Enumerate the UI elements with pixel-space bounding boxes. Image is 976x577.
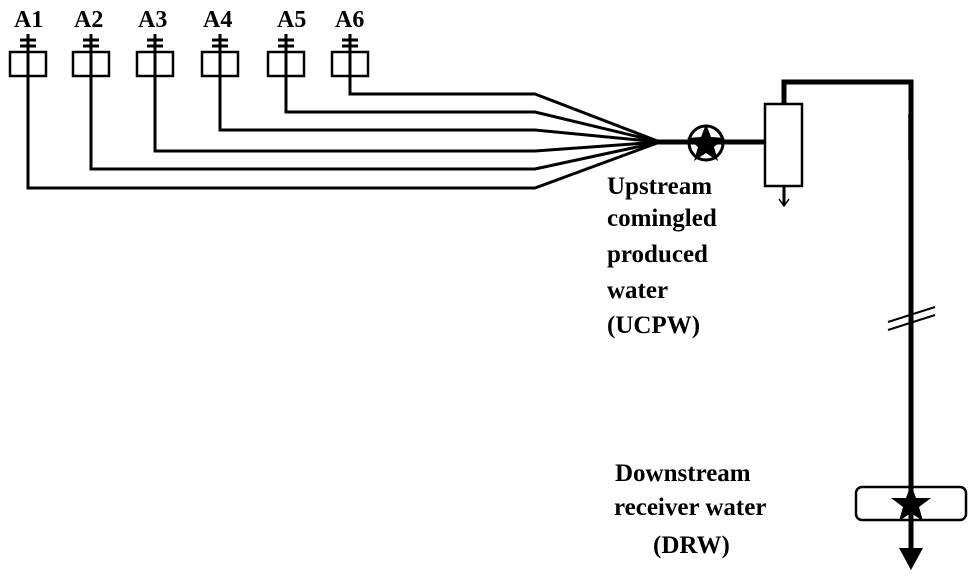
well-label-a6: A6 [335, 7, 364, 33]
wellhead-icon [200, 34, 240, 78]
wellhead-icon [8, 34, 48, 78]
wellhead-icon [135, 34, 175, 78]
downstream-label-line-2: receiver water [614, 494, 766, 521]
well-a3: A3 [135, 7, 175, 78]
pipe-break-marks [887, 306, 936, 331]
upstream-label-line-2: comingled [607, 205, 717, 232]
well-label-a4: A4 [203, 7, 232, 33]
wellhead-icon [266, 34, 306, 78]
well-a2: A2 [71, 7, 111, 78]
drw-sample-point [854, 480, 968, 570]
flowline-a2 [89, 76, 661, 171]
downstream-label-line-3: (DRW) [653, 532, 730, 559]
well-label-a1: A1 [14, 7, 43, 33]
upstream-label: Upstream comingled produced water (UCPW) [607, 173, 717, 339]
separator-vessel [763, 102, 804, 208]
well-a4: A4 [200, 7, 240, 78]
flowline-a5 [284, 76, 661, 144]
ucpw-sample-point [687, 124, 725, 162]
star-icon [891, 484, 931, 521]
well-label-a3: A3 [138, 7, 167, 33]
well-a1: A1 [8, 7, 48, 78]
flowline-a4 [218, 76, 661, 144]
star-icon [687, 124, 725, 161]
upstream-label-line-3: produced [607, 241, 708, 268]
flowline-a1 [26, 76, 661, 190]
arrow-down-icon [899, 548, 923, 570]
downstream-label-line-1: Downstream [615, 460, 751, 487]
wellhead-icon [330, 34, 370, 78]
wellhead-icon [71, 34, 111, 78]
well-label-a5: A5 [277, 7, 306, 33]
upstream-label-line-4: water [607, 277, 668, 304]
well-label-a2: A2 [74, 7, 103, 33]
well-a6: A6 [330, 7, 370, 78]
well-a5: A5 [266, 7, 306, 78]
flowlines [26, 76, 661, 190]
flowline-a6 [348, 76, 661, 144]
downstream-label: Downstream receiver water (DRW) [614, 460, 766, 559]
outlet-pipe [781, 79, 914, 550]
flowline-a3 [153, 76, 661, 153]
upstream-label-line-1: Upstream [607, 173, 712, 200]
upstream-label-line-5: (UCPW) [607, 312, 700, 339]
